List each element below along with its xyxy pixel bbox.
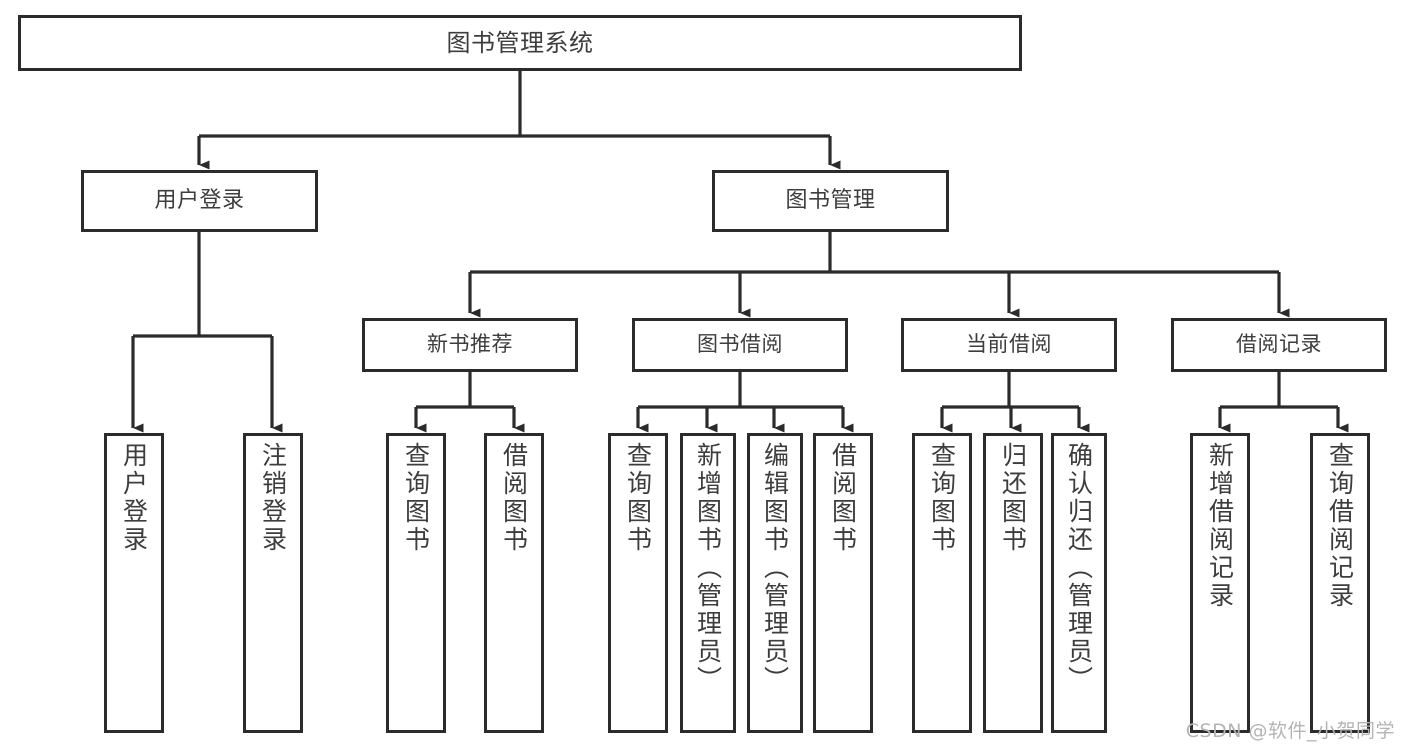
leaf-borrow-book-recommend-label: 借阅图书 <box>499 442 529 554</box>
leaf-user-logout-label: 注销登录 <box>258 442 288 554</box>
leaf-confirm-return-admin[interactable]: 确认归还（管理员） <box>1051 433 1107 733</box>
node-user-login[interactable]: 用户登录 <box>81 170 318 232</box>
leaf-edit-book-admin-label: 编辑图书（管理员） <box>760 442 790 694</box>
leaf-query-book-current-label: 查询图书 <box>927 442 957 554</box>
node-book-management[interactable]: 图书管理 <box>712 170 949 232</box>
node-borrow-record-label: 借阅记录 <box>1236 332 1322 357</box>
node-book-borrow-label: 图书借阅 <box>697 332 783 357</box>
leaf-user-logout[interactable]: 注销登录 <box>243 433 303 733</box>
node-borrow-record[interactable]: 借阅记录 <box>1171 318 1387 372</box>
node-root-system[interactable]: 图书管理系统 <box>18 15 1022 71</box>
leaf-add-borrow-record[interactable]: 新增借阅记录 <box>1190 433 1250 733</box>
node-root-label: 图书管理系统 <box>446 28 594 57</box>
node-current-borrow-label: 当前借阅 <box>966 332 1052 357</box>
leaf-query-book-recommend[interactable]: 查询图书 <box>386 433 446 733</box>
leaf-return-book[interactable]: 归还图书 <box>983 433 1043 733</box>
leaf-borrow-book-label: 借阅图书 <box>828 442 858 554</box>
node-book-borrow[interactable]: 图书借阅 <box>632 318 848 372</box>
leaf-add-borrow-record-label: 新增借阅记录 <box>1205 442 1235 610</box>
node-user-login-label: 用户登录 <box>154 187 245 213</box>
leaf-borrow-book-recommend[interactable]: 借阅图书 <box>484 433 544 733</box>
node-new-book-recommend-label: 新书推荐 <box>427 332 513 357</box>
leaf-borrow-book[interactable]: 借阅图书 <box>813 433 873 733</box>
leaf-confirm-return-admin-label: 确认归还（管理员） <box>1064 442 1094 694</box>
leaf-query-book-borrow-label: 查询图书 <box>623 442 653 554</box>
leaf-query-borrow-record[interactable]: 查询借阅记录 <box>1310 433 1370 733</box>
leaf-edit-book-admin[interactable]: 编辑图书（管理员） <box>747 433 803 733</box>
node-new-book-recommend[interactable]: 新书推荐 <box>362 318 578 372</box>
leaf-query-book-recommend-label: 查询图书 <box>401 442 431 554</box>
node-current-borrow[interactable]: 当前借阅 <box>901 318 1117 372</box>
leaf-return-book-label: 归还图书 <box>998 442 1028 554</box>
leaf-user-login-label: 用户登录 <box>119 442 149 554</box>
leaf-query-book-current[interactable]: 查询图书 <box>912 433 972 733</box>
leaf-add-book-admin-label: 新增图书（管理员） <box>693 442 723 694</box>
leaf-query-borrow-record-label: 查询借阅记录 <box>1325 442 1355 610</box>
leaf-user-login[interactable]: 用户登录 <box>104 433 164 733</box>
node-book-management-label: 图书管理 <box>785 187 876 213</box>
leaf-query-book-borrow[interactable]: 查询图书 <box>608 433 668 733</box>
leaf-add-book-admin[interactable]: 新增图书（管理员） <box>680 433 736 733</box>
